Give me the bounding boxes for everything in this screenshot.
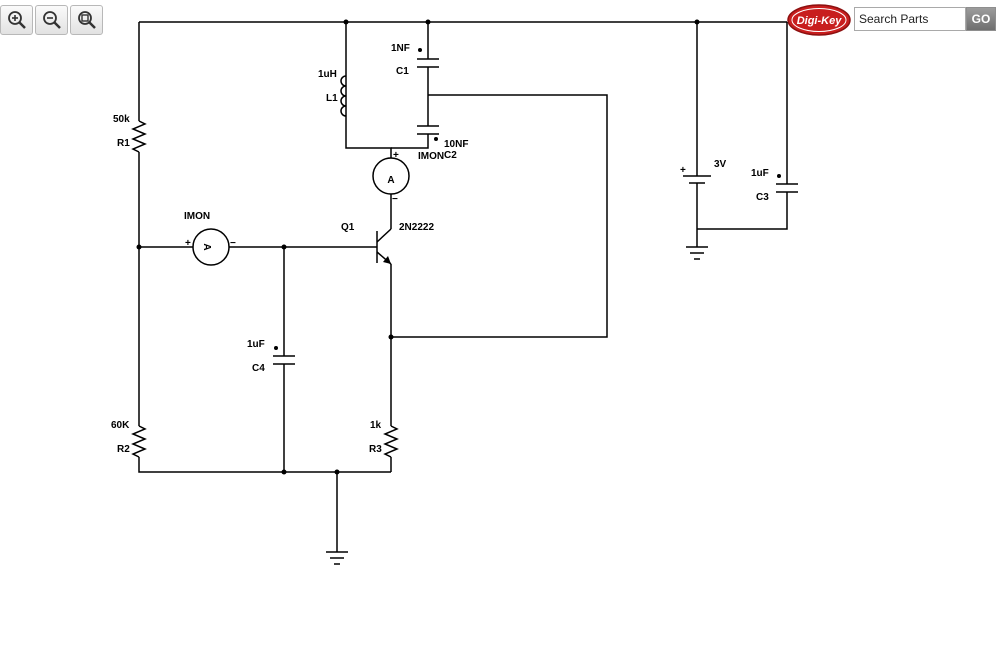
junction-dots [136,19,700,475]
resistor-R3[interactable] [383,425,399,458]
battery-plus-sign: + [680,165,686,176]
label-L1-ref: L1 [326,93,338,104]
ground-symbol-bottom [326,551,348,565]
zoom-out-button[interactable] [35,5,68,35]
wire-c3-loop [697,192,788,230]
logo-text: Digi-Key [797,15,843,27]
go-button[interactable]: GO [966,7,996,31]
label-R2-ref: R2 [117,444,130,455]
ammeter-collector-symbol: A [387,175,394,186]
wire-feedback [391,94,608,338]
transistor-Q1[interactable] [376,228,392,265]
wire-left-bottom [138,457,391,473]
ammeter-collector-minus: − [392,194,398,205]
zoom-in-icon [7,11,26,29]
label-C1-value: 1NF [391,43,410,54]
label-Q1-ref: Q1 [341,222,355,233]
label-R3-value: 1k [370,420,382,431]
label-battery-value: 3V [714,159,727,170]
zoom-in-button[interactable] [0,5,33,35]
label-R2-value: 60K [111,420,130,431]
resistor-R1[interactable] [131,120,147,153]
digikey-logo[interactable]: Digi-Key [786,3,852,37]
label-C3-ref: C3 [756,192,769,203]
label-ammeter-collector: IMON [418,151,444,162]
label-ammeter-base: IMON [184,211,210,222]
label-C2-ref: C2 [444,150,457,161]
ammeter-base-plus: + [185,238,191,249]
ammeter-base-symbol: A [201,243,212,250]
zoom-out-icon [42,11,61,29]
label-C2-value: 10NF [444,139,468,150]
label-C3-value: 1uF [751,168,769,179]
search-input[interactable] [854,7,966,31]
ammeter-collector-plus: + [393,150,399,161]
inductor-L1[interactable] [340,75,347,117]
label-C4-ref: C4 [252,363,265,374]
zoom-toolbar [0,5,103,35]
label-R1-ref: R1 [117,138,130,149]
label-L1-value: 1uH [318,69,337,80]
ground-symbol-right [686,246,708,260]
label-Q1-part: 2N2222 [399,222,434,233]
label-R3-ref: R3 [369,444,382,455]
label-C4-value: 1uF [247,339,265,350]
ammeter-base-minus: − [230,238,236,249]
resistor-R2[interactable] [131,425,147,458]
zoom-fit-icon [77,11,96,29]
zoom-fit-button[interactable] [70,5,103,35]
label-R1-value: 50k [113,114,130,125]
label-C1-ref: C1 [396,66,409,77]
wire-tank-bottom [345,22,392,158]
search-bar: GO [854,7,996,31]
polarity-dots [274,48,781,350]
wire-c2-bottom [391,134,429,149]
